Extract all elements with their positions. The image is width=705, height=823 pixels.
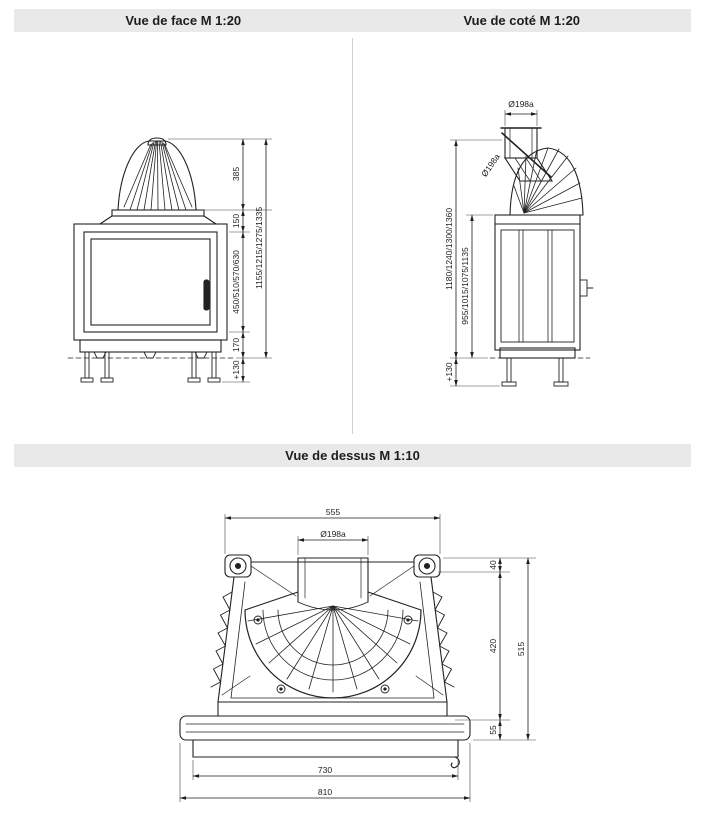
dim-side-total-height: 1180/1240/1300/1360 bbox=[444, 208, 454, 290]
title-top-view: Vue de dessus M 1:10 bbox=[285, 448, 420, 463]
side-dimension-lines bbox=[454, 112, 538, 387]
dome-collar bbox=[111, 209, 205, 217]
fins-right bbox=[432, 591, 455, 688]
side-slats bbox=[518, 229, 553, 343]
flue-duct bbox=[297, 557, 369, 603]
header-bar-top: Vue de face M 1:20 Vue de coté M 1:20 bbox=[14, 9, 691, 32]
door-frame bbox=[83, 231, 218, 333]
dim-front-hood-height: 150 bbox=[231, 214, 241, 228]
door-handle-top bbox=[450, 756, 460, 769]
base-band bbox=[79, 339, 222, 353]
dim-side-flue-diameter-top: Ø198a bbox=[508, 99, 534, 109]
top-stove-body bbox=[179, 554, 471, 769]
dome-ribs-side bbox=[513, 147, 583, 214]
dim-top-flue-diameter: Ø198a bbox=[320, 529, 346, 539]
dim-top-width-front-outer: 810 bbox=[318, 787, 332, 797]
dim-front-total-height: 1155/1215/1275/1335 bbox=[254, 207, 264, 289]
top-view-drawing: 555 Ø198a 40 420 55 515 730 810 bbox=[179, 507, 536, 802]
hood bbox=[99, 215, 217, 225]
right-edge bbox=[430, 576, 448, 703]
dim-top-width-back: 555 bbox=[326, 507, 340, 517]
dim-front-leg-extension: +130 bbox=[231, 360, 241, 379]
dim-top-depth-front: 55 bbox=[488, 725, 498, 735]
dim-top-depth-body: 420 bbox=[488, 639, 498, 653]
fan-ribs bbox=[247, 605, 419, 693]
dome-ribs bbox=[123, 140, 193, 211]
title-front-view: Vue de face M 1:20 bbox=[125, 13, 242, 28]
door-handle bbox=[203, 279, 210, 311]
dim-front-base-height: 170 bbox=[231, 338, 241, 352]
fins-left bbox=[210, 591, 233, 688]
title-side-view: Vue de coté M 1:20 bbox=[463, 13, 581, 28]
top-extension-lines bbox=[179, 514, 536, 802]
dim-side-flue-diameter-angled: Ø198a bbox=[479, 152, 502, 179]
bolts bbox=[253, 615, 413, 694]
top-dimension-lines bbox=[179, 516, 530, 800]
door-glass bbox=[90, 238, 211, 326]
dim-side-leg-extension: +130 bbox=[444, 362, 454, 381]
front-view-drawing: 385 150 450/510/570/630 170 +130 1155/12… bbox=[67, 137, 272, 383]
front-dimension-lines bbox=[241, 138, 268, 383]
dim-top-width-front-inner: 730 bbox=[318, 765, 332, 775]
views-divider-line bbox=[352, 38, 353, 434]
legs bbox=[80, 351, 221, 383]
side-base-band bbox=[499, 347, 576, 359]
header-bar-middle: Vue de dessus M 1:10 bbox=[14, 444, 691, 467]
side-panel bbox=[500, 229, 575, 343]
door-latch bbox=[579, 279, 588, 297]
top-plate-lines bbox=[221, 565, 444, 696]
base-feet-brackets bbox=[93, 351, 208, 359]
front-extension-lines bbox=[168, 138, 272, 383]
dim-top-depth-back-offset: 40 bbox=[488, 560, 498, 570]
front-stove-body bbox=[67, 137, 235, 383]
corner-cap-right bbox=[413, 554, 441, 578]
left-edge bbox=[217, 576, 235, 703]
dome-outline bbox=[117, 140, 197, 211]
side-stove-body bbox=[489, 127, 594, 387]
dim-side-body-height: 955/1015/1075/1135 bbox=[460, 247, 470, 325]
front-frame-band bbox=[179, 715, 471, 741]
side-legs bbox=[501, 357, 569, 387]
corner-cap-left bbox=[224, 554, 252, 578]
side-view-drawing: Ø198a Ø198a 1180/1240/1300/1360 955/1015… bbox=[444, 99, 594, 387]
damper-rod bbox=[501, 132, 552, 178]
dim-front-dome-height: 385 bbox=[231, 167, 241, 181]
side-body-outline bbox=[494, 214, 581, 351]
dim-front-door-height: 450/510/570/630 bbox=[231, 250, 241, 314]
fan-shell bbox=[244, 591, 422, 699]
dim-top-depth-total: 515 bbox=[516, 642, 526, 656]
